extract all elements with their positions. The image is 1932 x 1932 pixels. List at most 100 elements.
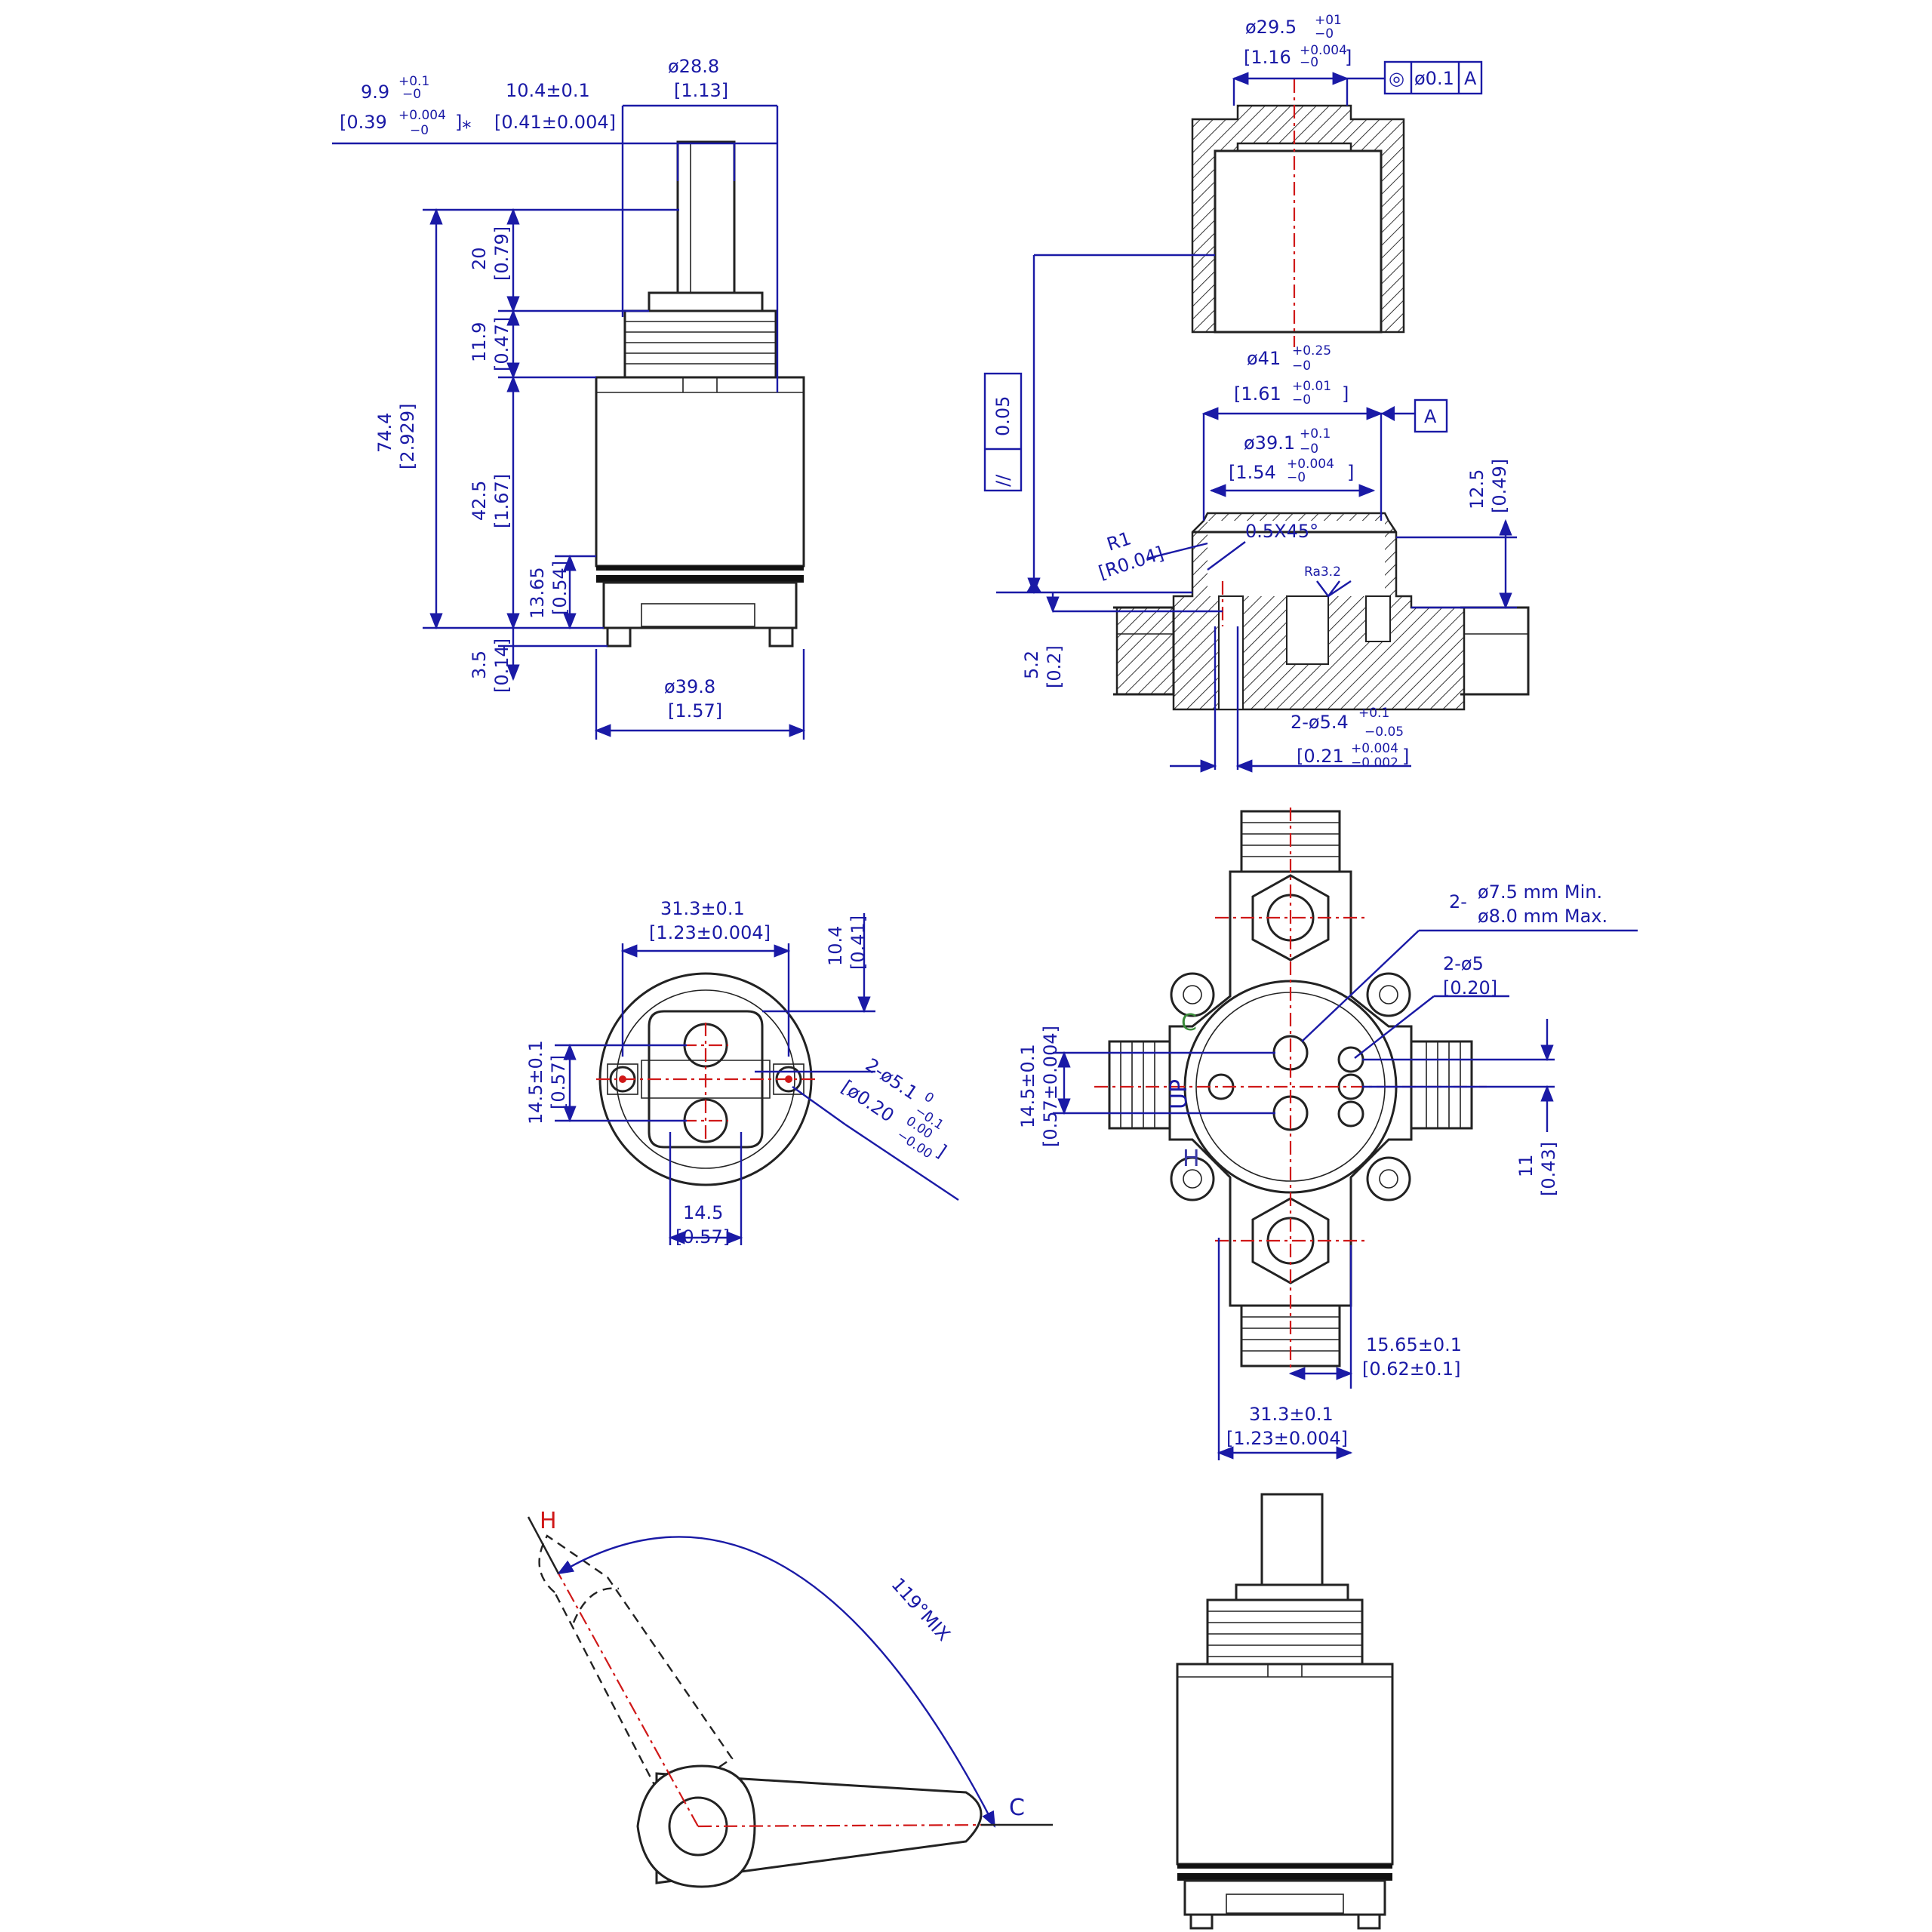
dim-dia-29-5: ø29.5 xyxy=(1245,17,1297,38)
dim-port-max: ø8.0 mm Max. xyxy=(1478,906,1607,927)
svg-text:[1.23±0.004]: [1.23±0.004] xyxy=(649,922,771,943)
concentricity-frame xyxy=(1383,60,1483,95)
svg-text:[0.47]: [0.47] xyxy=(491,317,512,371)
svg-text:[2.929]: [2.929] xyxy=(397,404,418,469)
svg-text:+0.01: +0.01 xyxy=(1292,379,1331,394)
stem xyxy=(676,140,736,294)
dim-dia-39-8: ø39.8 xyxy=(664,676,715,697)
label-cold: C xyxy=(1009,1795,1025,1821)
dim-11: 11 xyxy=(1515,1154,1537,1177)
svg-text:[0.21: [0.21 xyxy=(1297,746,1344,767)
dim-dia-28-8: ø28.8 xyxy=(668,56,719,77)
cartridge-body xyxy=(595,376,805,568)
dim-12-5: 12.5 xyxy=(1466,469,1487,509)
handle-ghost-hot xyxy=(538,1534,734,1805)
dim-5-2: 5.2 xyxy=(1021,651,1042,679)
svg-text:[1.67]: [1.67] xyxy=(491,474,512,528)
pipe-left-thread xyxy=(1108,1040,1171,1130)
dim-31-3: 31.3±0.1 xyxy=(660,898,745,919)
svg-text:ø0.1: ø0.1 xyxy=(1414,68,1454,89)
body-elevation xyxy=(1176,1663,1394,1866)
thread-elevation xyxy=(1206,1598,1364,1666)
stem-collar xyxy=(648,291,764,312)
handle-rotation-view: H C 119°MIX xyxy=(527,1508,1053,1888)
svg-text:]: ] xyxy=(1347,462,1354,483)
svg-text:−0: −0 xyxy=(402,87,421,102)
dim-13-65: 13.65 xyxy=(527,567,548,619)
dim-20: 20 xyxy=(469,247,490,270)
dim-dia-41: ø41 xyxy=(1247,348,1281,369)
svg-text:[0.57]: [0.57] xyxy=(675,1226,730,1247)
mark-h: H xyxy=(1183,1146,1200,1172)
mark-c: C xyxy=(1181,1010,1197,1036)
pipe-right-thread xyxy=(1410,1040,1473,1130)
svg-text:+0.25: +0.25 xyxy=(1292,343,1331,358)
datum-a-ref: A xyxy=(1464,68,1477,89)
housing-section-view: ◎ ø0.1 A A // 0.05 ø29.5 +01 −0 [1.16 +0… xyxy=(983,13,1530,773)
svg-text:+0.004: +0.004 xyxy=(1351,741,1398,756)
cartridge-side-view: 9.9 +0.1 −0 [0.39 +0.004 −0 ]⁎ 10.4±0.1 … xyxy=(332,56,806,740)
svg-text:[1.16: [1.16 xyxy=(1244,47,1291,68)
svg-text:−0: −0 xyxy=(1300,441,1318,457)
svg-text:[1.61: [1.61 xyxy=(1234,383,1281,405)
svg-text:[0.49]: [0.49] xyxy=(1489,459,1510,513)
svg-text:[0.57±0.004]: [0.57±0.004] xyxy=(1040,1026,1061,1147)
label-hot: H xyxy=(540,1508,557,1534)
base-inlet-frame xyxy=(648,1010,764,1149)
cartridge-base xyxy=(602,581,798,629)
svg-text:[1.57]: [1.57] xyxy=(668,700,722,721)
dim-port-prefix: 2- xyxy=(1449,891,1467,912)
svg-text:−0: −0 xyxy=(1315,26,1334,42)
svg-text:]⁎: ]⁎ xyxy=(455,112,471,133)
dim-port-min: ø7.5 mm Min. xyxy=(1478,881,1602,903)
svg-text:−0: −0 xyxy=(1300,55,1318,70)
dim-11-9: 11.9 xyxy=(469,322,490,362)
svg-text:+0.1: +0.1 xyxy=(1358,706,1389,721)
cartridge-bottom-view: 31.3±0.1 [1.23±0.004] 10.4 [0.41] 14.5±0… xyxy=(525,898,959,1247)
dim-10-4: 10.4±0.1 xyxy=(506,80,590,101)
dim-holes-5: 2-ø5 xyxy=(1443,953,1484,974)
svg-text:+0.004: +0.004 xyxy=(1300,43,1347,58)
svg-text:[0.54]: [0.54] xyxy=(549,561,571,615)
dim-31-3-top: 31.3±0.1 xyxy=(1249,1404,1334,1425)
mark-up: UP xyxy=(1166,1079,1192,1109)
svg-text:−0: −0 xyxy=(1292,392,1311,408)
svg-text:[0.14]: [0.14] xyxy=(491,638,512,693)
svg-text:−0: −0 xyxy=(410,123,429,138)
svg-text:[0.20]: [0.20] xyxy=(1443,977,1497,998)
svg-text:[0.62±0.1]: [0.62±0.1] xyxy=(1362,1358,1460,1380)
dim-14-5-bottom: 14.5±0.1 xyxy=(525,1040,546,1124)
dim-10-4-bottom: 10.4 xyxy=(825,926,846,966)
svg-text:A: A xyxy=(1424,406,1437,427)
dim-42-5: 42.5 xyxy=(469,481,490,521)
label-angle: 119°MIX xyxy=(888,1574,955,1645)
svg-text:+0.004: +0.004 xyxy=(1287,457,1334,472)
roughness-note: Ra3.2 xyxy=(1304,565,1341,580)
svg-text:◎: ◎ xyxy=(1389,68,1404,89)
chamfer-note: 0.5X45° xyxy=(1245,521,1318,542)
svg-text:]: ] xyxy=(1342,383,1349,405)
svg-text:−0: −0 xyxy=(1287,470,1306,485)
svg-text:]: ] xyxy=(1345,47,1352,68)
svg-text://: // xyxy=(992,474,1014,487)
dim-74-4: 74.4 xyxy=(374,413,395,453)
svg-text:[0.79]: [0.79] xyxy=(491,226,512,281)
svg-text:−0.05: −0.05 xyxy=(1364,724,1404,740)
dim-holes-5-4: 2-ø5.4 xyxy=(1291,712,1349,733)
dim-9-9: 9.9 xyxy=(361,82,389,103)
svg-text:[0.2]: [0.2] xyxy=(1044,645,1065,688)
cartridge-elevation-view xyxy=(1176,1493,1394,1930)
rotation-arc xyxy=(557,1536,996,1828)
svg-text:]: ] xyxy=(933,1140,950,1161)
dim-14-5-width: 14.5 xyxy=(683,1202,723,1223)
valve-body-top-view: C UP H 2- ø7.5 mm Min. ø8.0 mm Max. 2-ø5… xyxy=(1017,808,1638,1460)
svg-text:0.05: 0.05 xyxy=(992,396,1014,436)
svg-text:[0.41±0.004]: [0.41±0.004] xyxy=(494,112,616,133)
svg-text:+0.1: +0.1 xyxy=(398,74,429,89)
svg-text:0: 0 xyxy=(921,1089,937,1106)
svg-text:[0.43]: [0.43] xyxy=(1538,1142,1559,1196)
parallelism-frame xyxy=(983,372,1023,492)
svg-text:[0.57]: [0.57] xyxy=(548,1055,569,1109)
svg-text:[1.54: [1.54 xyxy=(1229,462,1276,483)
